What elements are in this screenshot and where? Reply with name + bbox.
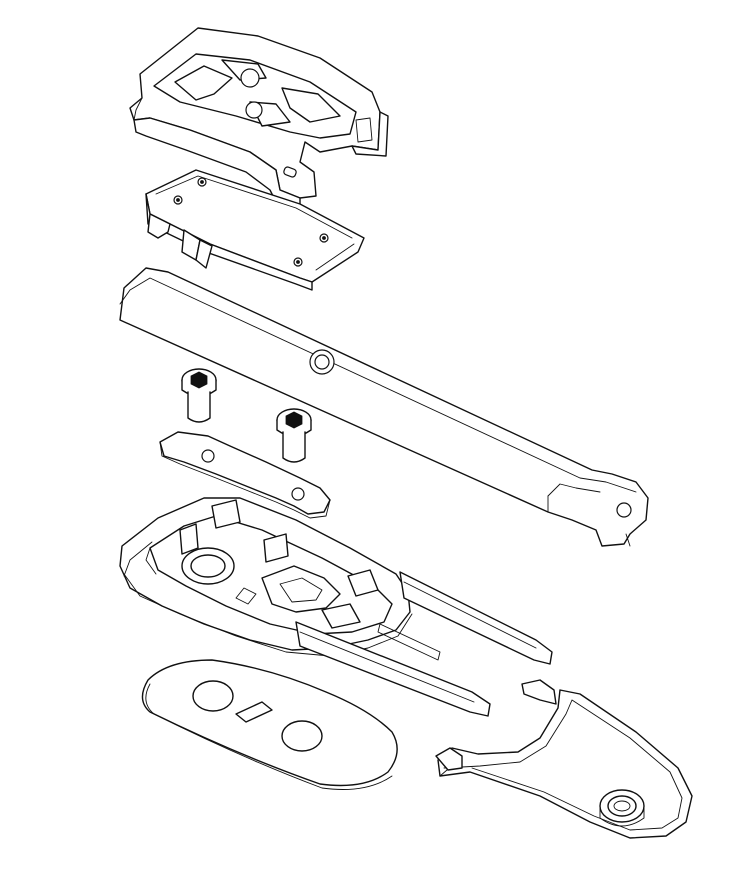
screw-left <box>181 368 217 423</box>
long-strap-bar <box>119 267 649 547</box>
spring-plate <box>145 169 365 291</box>
adhesive-pad <box>141 659 398 790</box>
housing-body <box>119 497 553 717</box>
retaining-washer <box>159 431 331 519</box>
bottom-cover <box>435 679 693 839</box>
screw-right <box>276 408 312 463</box>
upper-clip-frame <box>129 27 389 213</box>
